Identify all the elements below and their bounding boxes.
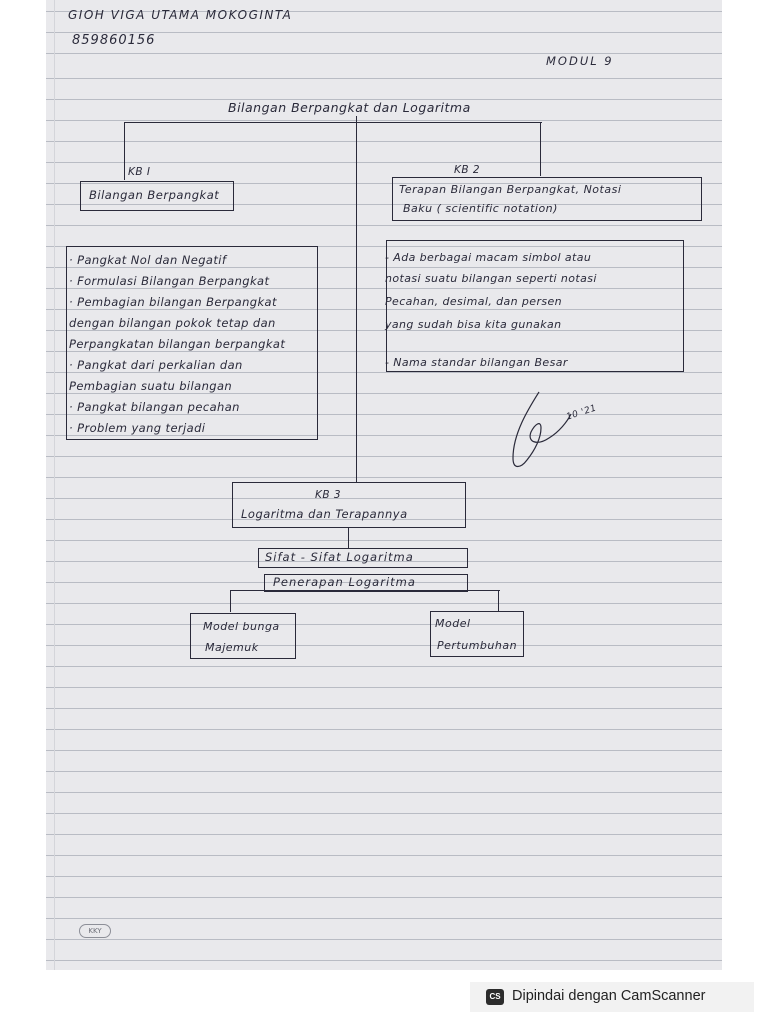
kb1-item: · Pangkat Nol dan Negatif	[69, 253, 227, 267]
bottom-branch-left-drop	[230, 590, 232, 612]
kb1-label: KB I	[128, 166, 151, 178]
kb2-list-box: - Ada berbagai macam simbol atau notasi …	[385, 240, 684, 372]
scanned-paper: GIOH VIGA UTAMA MOKOGINTA 859860156 MODU…	[46, 0, 722, 970]
camscanner-watermark: CS Dipindai dengan CamScanner	[470, 982, 754, 1012]
kb3-label: KB 3	[315, 489, 342, 501]
signature	[512, 391, 572, 468]
main-title: Bilangan Berpangkat dan Logaritma	[228, 100, 471, 115]
bottom-branch-horizontal	[230, 590, 500, 592]
kb2-item: - Nama standar bilangan Besar	[385, 356, 568, 369]
kb1-item: dengan bilangan pokok tetap dan	[69, 316, 276, 330]
model-left-box: Model bunga Majemuk	[190, 613, 296, 659]
student-name: GIOH VIGA UTAMA MOKOGINTA	[68, 8, 293, 22]
kb3-to-sifat-line	[348, 527, 350, 548]
kb2-item: notasi suatu bilangan seperti notasi	[385, 272, 597, 285]
module-label: MODUL 9	[546, 54, 614, 68]
ruled-lines	[46, 0, 722, 970]
kb3-title: Logaritma dan Terapannya	[241, 507, 408, 521]
kb2-title-line2: Baku ( scientific notation)	[403, 202, 558, 215]
kb1-item: · Problem yang terjadi	[69, 421, 206, 435]
student-id: 859860156	[72, 33, 156, 48]
kb1-item: · Pangkat bilangan pecahan	[69, 400, 240, 414]
kb2-item: - Ada berbagai macam simbol atau	[385, 251, 592, 264]
sifat-label: Sifat - Sifat Logaritma	[265, 550, 414, 564]
top-branch-horizontal	[124, 122, 542, 124]
kb2-item: Pecahan, desimal, dan persen	[385, 295, 563, 308]
model-right-line1: Model	[435, 617, 471, 630]
kb1-list-box: · Pangkat Nol dan Negatif · Formulasi Bi…	[66, 246, 318, 440]
kb2-label: KB 2	[454, 164, 481, 176]
kb1-item: · Pangkat dari perkalian dan	[69, 358, 243, 372]
center-trunk	[356, 122, 358, 482]
title-stem	[356, 116, 358, 122]
kb2-title-box: Terapan Bilangan Berpangkat, Notasi Baku…	[392, 177, 702, 221]
branch-left-drop	[124, 122, 126, 180]
kb1-item: · Pembagian bilangan Berpangkat	[69, 295, 277, 309]
camscanner-logo-icon: CS	[486, 989, 504, 1005]
branch-right-drop	[540, 122, 542, 176]
kb2-item: yang sudah bisa kita gunakan	[385, 318, 562, 331]
penerapan-box: Penerapan Logaritma	[264, 574, 468, 592]
kb3-box: KB 3 Logaritma dan Terapannya	[232, 482, 466, 528]
model-left-line2: Majemuk	[205, 641, 259, 654]
kb2-title-line1: Terapan Bilangan Berpangkat, Notasi	[399, 183, 622, 196]
penerapan-label: Penerapan Logaritma	[273, 575, 416, 589]
kb1-title-box: Bilangan Berpangkat	[80, 181, 234, 211]
camscanner-text: Dipindai dengan CamScanner	[512, 988, 706, 1004]
bottom-branch-right-drop	[498, 590, 500, 612]
model-right-box: Model Pertumbuhan	[430, 611, 524, 657]
kb1-item: · Formulasi Bilangan Berpangkat	[69, 274, 270, 288]
kb1-item: Perpangkatan bilangan berpangkat	[69, 337, 286, 351]
model-right-line2: Pertumbuhan	[437, 639, 518, 652]
model-left-line1: Model bunga	[203, 620, 280, 633]
kb1-title: Bilangan Berpangkat	[89, 188, 220, 202]
margin-line	[54, 0, 55, 970]
page-mark: KKY	[79, 924, 111, 938]
kb1-item: Pembagian suatu bilangan	[69, 379, 233, 393]
sifat-box: Sifat - Sifat Logaritma	[258, 548, 468, 568]
